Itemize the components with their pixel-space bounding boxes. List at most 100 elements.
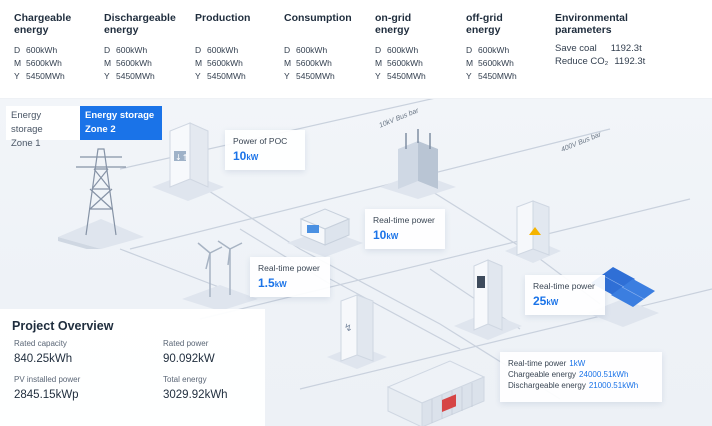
svg-text:↓↑: ↓↑ <box>175 153 188 162</box>
card-value-unit: kW <box>546 298 559 307</box>
overview-label: Total energy <box>163 375 207 384</box>
metric-value: 600kWh <box>207 45 239 55</box>
zone-tab-label: Energy storage Zone 2 <box>85 110 155 135</box>
period-m: M <box>375 58 383 68</box>
tab-energy-storage-zone-1[interactable]: Energy storage Zone 1 <box>6 106 80 149</box>
metric-value: 600kWh <box>478 45 510 55</box>
metric-value: 5600kWh <box>296 58 332 68</box>
card-value: 1.5kW <box>258 276 322 290</box>
card-value-number: 10 <box>373 228 387 242</box>
period-d: D <box>375 45 382 55</box>
metric-value: 5600kWh <box>116 58 152 68</box>
metric-value: 5450MWh <box>387 71 426 81</box>
total-energy: Total energy 3029.92kWh <box>163 375 293 401</box>
ev-charger-icon[interactable] <box>452 254 524 340</box>
card-label: Power of POC <box>233 136 288 146</box>
overview-label: Rated capacity <box>14 339 67 348</box>
period-m: M <box>104 58 112 68</box>
reduce-co2-value: 1192.3t <box>614 56 646 67</box>
tab-energy-storage-zone-2[interactable]: Energy storage Zone 2 <box>80 106 162 140</box>
solar-power-card[interactable]: Real-time power 25kW <box>525 275 605 315</box>
card-value-unit: kW <box>246 153 259 162</box>
card-value-unit: kW <box>386 232 399 241</box>
project-overview-panel: Project Overview Rated capacity 840.25kW… <box>0 309 265 426</box>
card-value-number: 1.5 <box>258 276 275 290</box>
period-m: M <box>466 58 474 68</box>
period-y: Y <box>104 71 110 81</box>
metric-off-grid-energy: off-grid energy D 600kWh M 5600kWh Y 5450MW… <box>466 12 517 83</box>
poc-cabinet-icon[interactable]: ↓↑ <box>150 121 226 201</box>
dischargeable-energy-label: Dischargeable energy <box>508 381 586 390</box>
battery-container-icon[interactable] <box>380 347 490 426</box>
generator-power-card[interactable]: Real-time power 10kW <box>365 209 445 249</box>
wind-power-card[interactable]: Real-time power 1.5kW <box>250 257 330 297</box>
card-value: 10kW <box>373 228 437 242</box>
period-y: Y <box>466 71 472 81</box>
card-label: Real-time power <box>373 215 435 225</box>
metric-title: Environmental parameters <box>555 12 628 36</box>
rated-power: Rated power 90.092kW <box>163 339 293 365</box>
metric-value: 5600kWh <box>387 58 423 68</box>
card-value-number: 10 <box>233 149 247 163</box>
realtime-power-value: 1kW <box>569 359 586 368</box>
period-d: D <box>284 45 291 55</box>
period-m: M <box>14 58 22 68</box>
metrics-bar: Chargeable energy D 600kWh M 5600kWh Y 5450… <box>0 0 712 99</box>
metric-production: Production D 600kWh M 5600kWh Y 5450MWh <box>195 12 250 83</box>
metric-value: 5450MWh <box>296 71 335 81</box>
card-value: 10kW <box>233 149 297 163</box>
period-d: D <box>195 45 202 55</box>
generator-icon[interactable] <box>285 199 365 257</box>
poc-power-card[interactable]: Power of POC 10kW <box>225 130 305 170</box>
zone-tabs: Energy storage Zone 1 Energy storage Zon… <box>6 106 162 149</box>
period-y: Y <box>195 71 201 81</box>
overview-value: 2845.15kWp <box>14 389 79 401</box>
chargeable-energy-label: Chargeable energy <box>508 370 577 379</box>
card-value: 25kW <box>533 294 597 308</box>
metric-value: 600kWh <box>116 45 148 55</box>
overview-value: 3029.92kWh <box>163 389 228 401</box>
distribution-cabinet-icon[interactable] <box>503 199 563 263</box>
metric-value: 5600kWh <box>207 58 243 68</box>
metric-title: Chargeable energy <box>14 12 72 36</box>
metric-value: 5450MWh <box>207 71 246 81</box>
metric-value: 600kWh <box>387 45 419 55</box>
period-d: D <box>104 45 111 55</box>
metric-title: off-grid energy <box>466 12 503 36</box>
transmission-tower-icon[interactable] <box>56 139 146 249</box>
metric-value: 5450MWh <box>478 71 517 81</box>
reduce-co2-label: Reduce CO₂ <box>555 56 609 67</box>
solar-panel-icon[interactable] <box>585 249 661 329</box>
period-d: D <box>14 45 21 55</box>
metric-value: 5600kWh <box>478 58 514 68</box>
metric-title: Dischargeable energy <box>104 12 176 36</box>
metric-title: on-grid energy <box>375 12 412 36</box>
metric-value: 600kWh <box>26 45 58 55</box>
card-label: Real-time power <box>533 281 595 291</box>
card-value-unit: kW <box>274 280 287 289</box>
metric-title: Production <box>195 12 251 24</box>
wind-turbine-icon[interactable] <box>180 239 260 311</box>
period-m: M <box>195 58 203 68</box>
energy-topology-scene: 10kV Bus bar 400V Bus bar Energy storage… <box>0 99 712 426</box>
transformer-icon[interactable] <box>378 129 458 199</box>
metric-value: 5450MWh <box>26 71 65 81</box>
pv-installed-power: PV installed power 2845.15kWp <box>14 375 144 401</box>
period-y: Y <box>284 71 290 81</box>
zone-tab-label: Energy storage Zone 1 <box>11 110 43 149</box>
period-d: D <box>466 45 473 55</box>
overview-value: 90.092kW <box>163 353 215 365</box>
period-y: Y <box>14 71 20 81</box>
metric-value: 5450MWh <box>116 71 155 81</box>
chargeable-energy-value: 24000.51kWh <box>579 370 629 379</box>
project-overview-title: Project Overview <box>12 319 114 333</box>
card-value-number: 25 <box>533 294 547 308</box>
card-label: Real-time power <box>258 263 320 273</box>
svg-text:↯: ↯ <box>344 323 352 334</box>
inverter-cabinet-icon[interactable]: ↯ <box>325 291 389 371</box>
